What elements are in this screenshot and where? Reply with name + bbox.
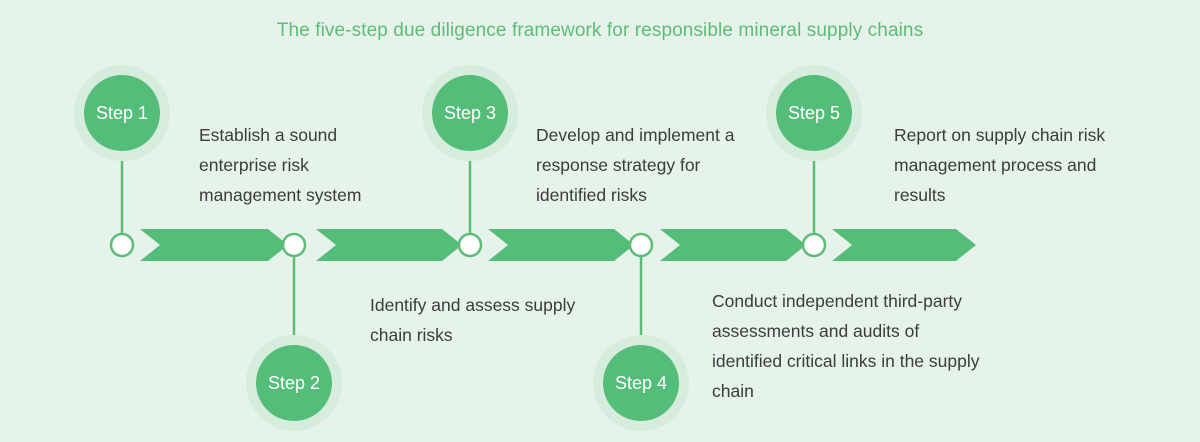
step-circle-4[interactable]: Step 4: [593, 335, 689, 431]
step-disc-2: Step 2: [256, 345, 332, 421]
step-description-2: Identify and assess supply chain risks: [370, 295, 576, 345]
step-circle-5[interactable]: Step 5: [766, 65, 862, 161]
step-description-4: Conduct independent third-party assessme…: [712, 291, 980, 401]
timeline-node-1[interactable]: [109, 232, 135, 258]
step-circle-1[interactable]: Step 1: [74, 65, 170, 161]
chevron-arrow-2: [316, 229, 462, 261]
step-description-1: Establish a sound enterprise risk manage…: [199, 125, 362, 205]
step-circle-3[interactable]: Step 3: [422, 65, 518, 161]
chevron-arrow-1: [140, 229, 288, 261]
step-description-3: Develop and implement a response strateg…: [536, 125, 735, 205]
step-disc-3: Step 3: [432, 75, 508, 151]
step-description-5: Report on supply chain risk management p…: [894, 125, 1106, 205]
timeline-node-2[interactable]: [281, 232, 307, 258]
step-disc-5: Step 5: [776, 75, 852, 151]
chevron-arrow-5: [832, 229, 976, 261]
chevron-arrows: [140, 229, 976, 261]
step-label-3: Step 3: [443, 102, 497, 123]
timeline-nodes: [109, 232, 827, 258]
step-label-1: Step 1: [95, 102, 149, 123]
step-label-5: Step 5: [787, 102, 841, 123]
step-circle-2[interactable]: Step 2: [246, 335, 342, 431]
chevron-arrow-3: [488, 229, 634, 261]
timeline-node-3[interactable]: [457, 232, 483, 258]
step-label-2: Step 2: [267, 372, 321, 393]
step-disc-1: Step 1: [84, 75, 160, 151]
chevron-arrow-4: [660, 229, 806, 261]
page-title: The five-step due diligence framework fo…: [276, 20, 924, 41]
timeline-node-4[interactable]: [628, 232, 654, 258]
step-disc-4: Step 4: [603, 345, 679, 421]
step-label-4: Step 4: [614, 372, 668, 393]
connector-stems: [120, 161, 816, 335]
timeline-node-5[interactable]: [801, 232, 827, 258]
